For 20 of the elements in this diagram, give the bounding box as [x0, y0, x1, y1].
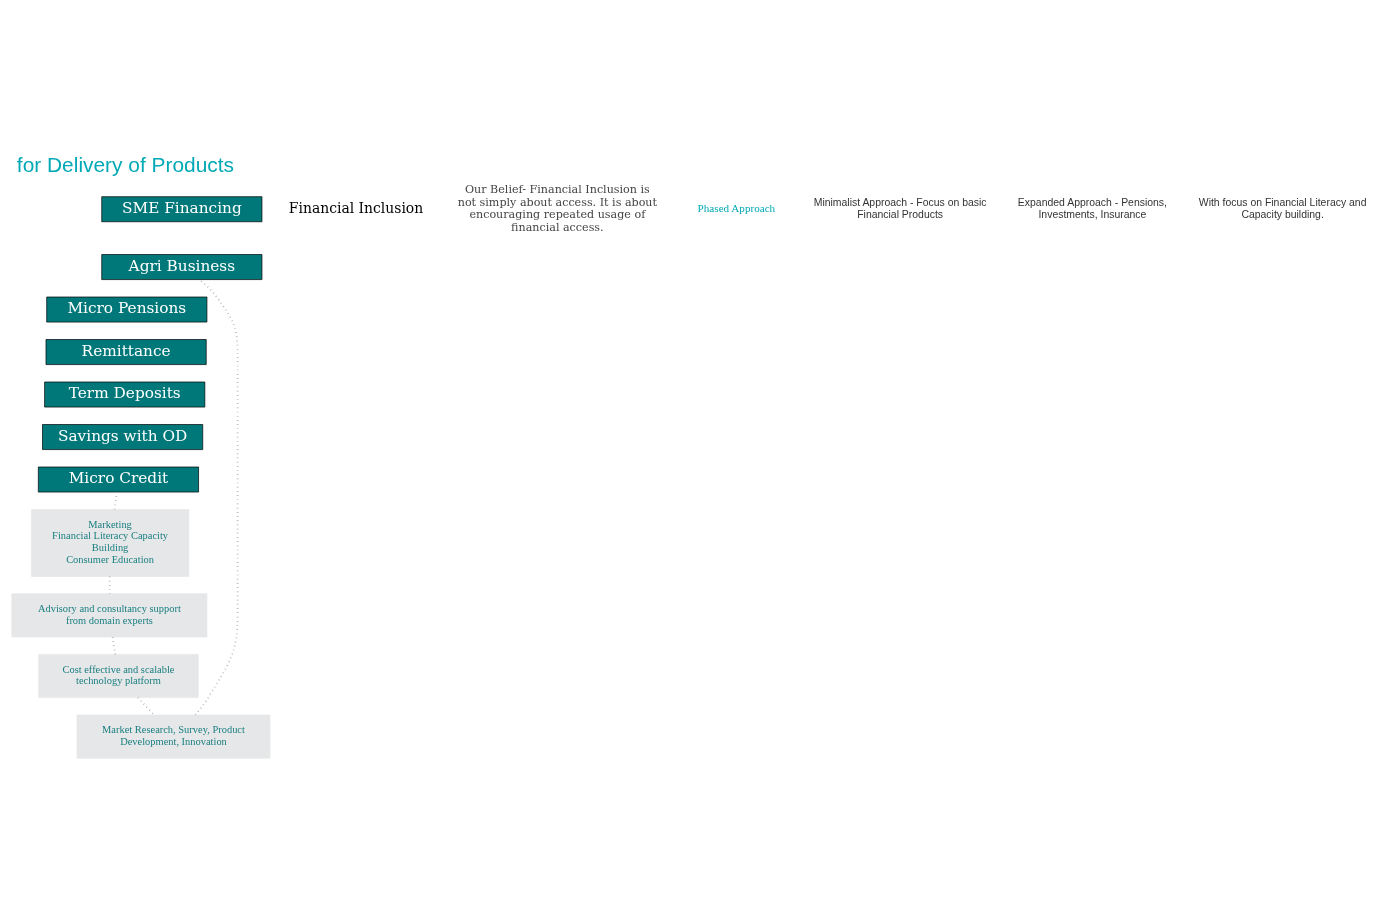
node-box: Term Deposits [44, 381, 206, 408]
node-box: Remittance [45, 339, 207, 365]
diagram-title: for Delivery of Products [16, 153, 234, 177]
node-box: Cost effective and scalable technology platform [38, 654, 199, 698]
node-box: Marketing Financial Literacy Capacity Building Consumer Education [31, 509, 190, 577]
label: Our Belief- Financial Inclusion is not simply about access. It is about encouraging repeated usage of financial access. [457, 183, 657, 234]
connector [194, 278, 239, 716]
node-box: Advisory and consultancy support from domain experts [11, 593, 208, 638]
node-box: Agri Business [101, 254, 263, 280]
node-box: SME Financing [101, 196, 263, 223]
node-box: Savings with OD [42, 424, 204, 450]
node-box: Micro Credit [38, 466, 199, 493]
label: Financial Inclusion [288, 199, 424, 216]
node-box: Micro Pensions [46, 296, 208, 323]
label: Phased Approach [697, 201, 776, 214]
connector [137, 696, 155, 716]
label: Expanded Approach - Pensions, Investments, Insurance [1017, 196, 1167, 220]
label: Minimalist Approach - Focus on basic Financial Products [813, 196, 987, 220]
node-box: Market Research, Survey, Product Development, Innovation [76, 714, 271, 759]
label: With focus on Financial Literacy and Capacity building. [1198, 196, 1367, 220]
